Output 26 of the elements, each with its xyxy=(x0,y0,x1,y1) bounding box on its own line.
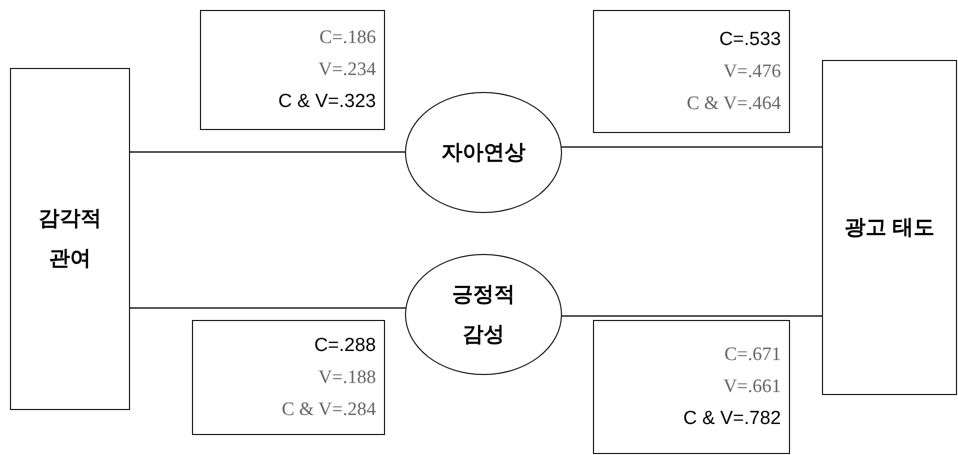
statistic-value: V=.234 xyxy=(318,58,376,82)
statistic-value: C=.533 xyxy=(719,28,781,52)
node-label: 긍정적 감성 xyxy=(451,282,516,348)
connector-line xyxy=(562,315,822,317)
node-label: 자아연상 xyxy=(442,140,526,166)
variable-box xyxy=(10,68,130,410)
statistic-value: C=.186 xyxy=(319,26,376,50)
statistic-value: C=.288 xyxy=(314,334,376,358)
statistic-value: V=.661 xyxy=(723,375,781,399)
node-label: 광고 태도 xyxy=(844,214,934,240)
variable-box xyxy=(822,60,957,395)
statistic-value: V=.476 xyxy=(723,60,781,84)
statistic-value: C & V=.782 xyxy=(683,407,781,431)
statistic-value: C & V=.323 xyxy=(278,90,376,114)
connector-line xyxy=(562,146,822,148)
node-label: 감각적 관여 xyxy=(38,206,102,272)
statistic-value: C & V=.284 xyxy=(282,398,376,422)
statistic-value: C & V=.464 xyxy=(686,92,781,116)
statistics-box xyxy=(593,10,790,133)
statistics-box xyxy=(200,10,385,130)
statistic-value: C=.671 xyxy=(724,343,781,367)
statistics-box xyxy=(593,320,790,454)
connector-line xyxy=(130,307,406,309)
statistics-box xyxy=(192,320,385,435)
connector-line xyxy=(130,151,405,153)
statistic-value: V=.188 xyxy=(318,366,376,390)
